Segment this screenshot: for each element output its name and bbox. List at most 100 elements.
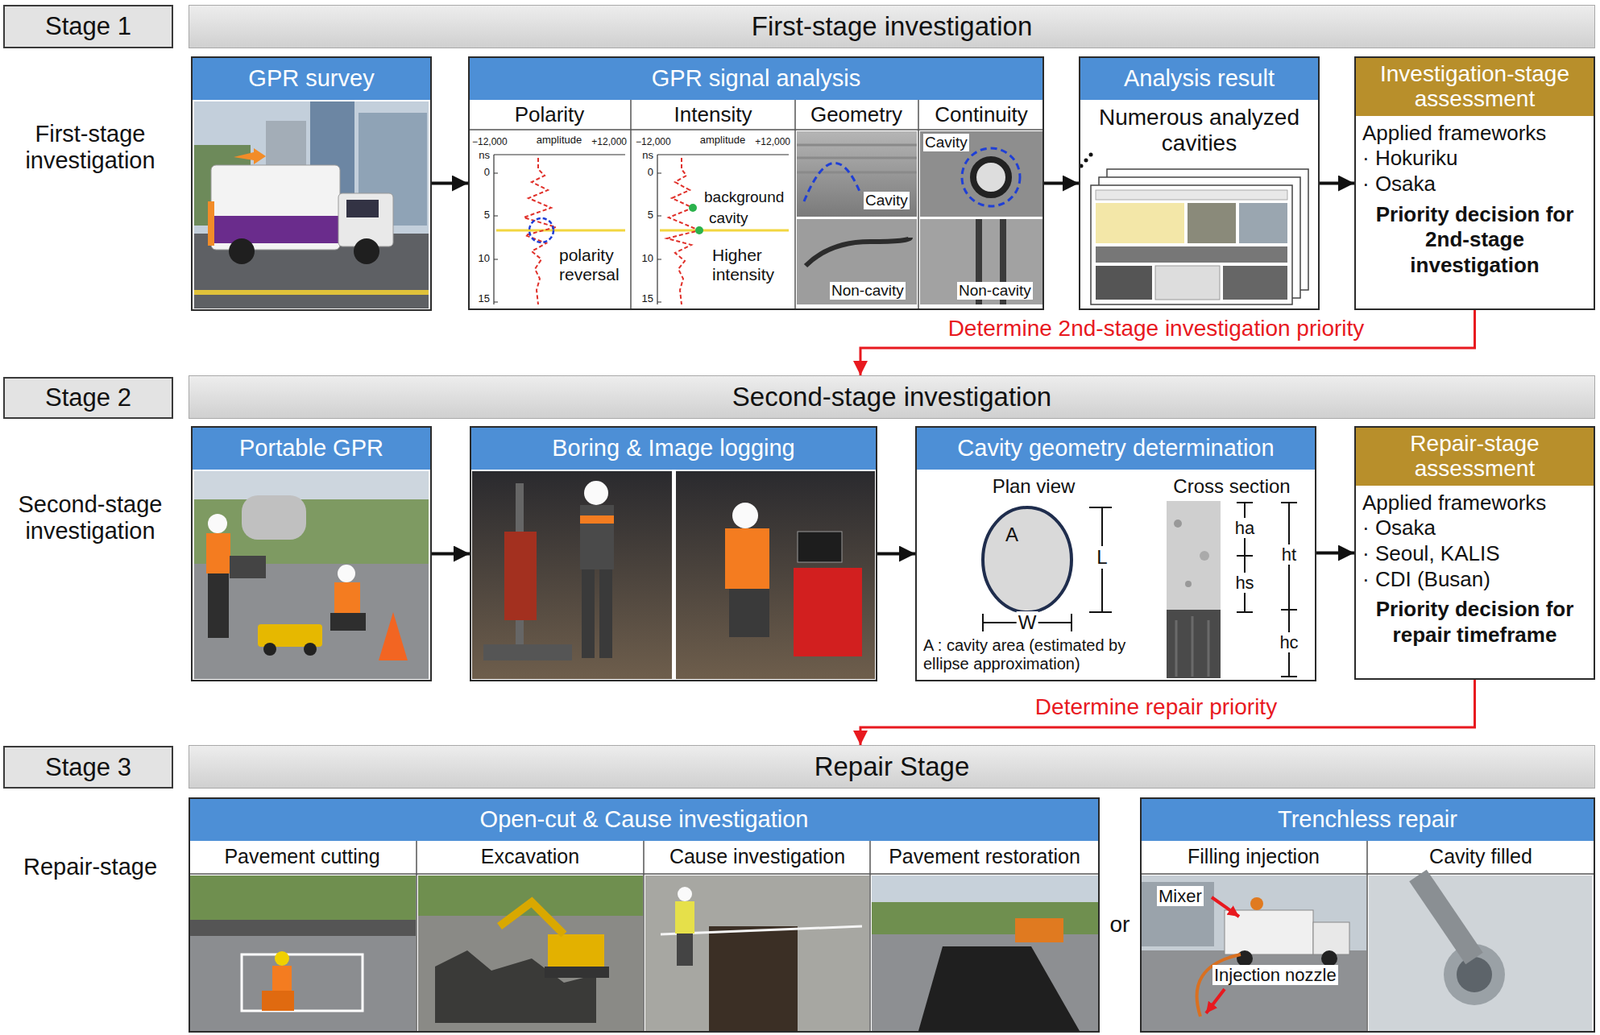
annotation-label: Cross section (1173, 475, 1290, 498)
boring-photo (581, 569, 595, 659)
radargram-images (805, 237, 911, 266)
filling-injection-photo (1141, 875, 1367, 1032)
pavement-restoration-photo (871, 875, 1099, 1032)
cavity-geometry-sketch (1199, 551, 1210, 561)
cavity-filled-photo (1417, 875, 1475, 959)
pavement-cutting-photo (272, 965, 292, 995)
polarity-plot (493, 173, 498, 303)
radargram-images (796, 145, 917, 173)
annotation-label: Non-cavity (957, 281, 1033, 300)
annotation-label: L (1094, 546, 1109, 569)
annotation-label: Cavity (923, 133, 970, 152)
annotation-label: Injection nozzle (1212, 965, 1339, 986)
pavement-cutting-photo (190, 920, 416, 937)
polarity-plot (523, 157, 556, 305)
gpr-survey-photo (194, 101, 429, 309)
panel-title: Portable GPR (239, 435, 384, 462)
annotation-label: Non-cavity (829, 281, 906, 300)
intensity-plot (656, 154, 658, 305)
annotation-label: First-stage investigation (4, 120, 178, 175)
annotation-label: Second-stage investigation (4, 491, 178, 546)
portable-gpr-photo (330, 613, 366, 631)
panel-body: Numerous analyzed cavities (1080, 99, 1319, 162)
report-documents (1095, 203, 1185, 244)
stage-tab: Stage 2 (3, 377, 174, 419)
pavement-restoration-photo (871, 875, 1099, 1032)
stage-band: First-stage investigation (188, 4, 1596, 49)
framework-text: · CDI (Busan) (1362, 567, 1588, 593)
gpr-survey-photo (194, 101, 429, 309)
cavity-geometry-sketch (1173, 519, 1182, 528)
report-documents (1095, 246, 1288, 263)
report-documents (1187, 203, 1236, 244)
annotation-label: 10 (478, 252, 490, 266)
process-panel: Portable GPR (190, 426, 432, 682)
decision-text: Priority decision for 2nd-stage investig… (1362, 202, 1588, 279)
radargram-images (920, 131, 1043, 217)
pavement-restoration-photo (871, 934, 1099, 1032)
intensity-plot (695, 226, 704, 235)
image-logging-photo (793, 567, 863, 657)
pavement-cutting-photo (241, 954, 363, 1012)
report-documents (1095, 265, 1153, 300)
image-logging-photo (675, 471, 875, 680)
panel-body (471, 469, 876, 480)
repair-grid (190, 841, 1099, 1032)
cause-investigation-photo (645, 875, 870, 1032)
pavement-cutting-photo (190, 875, 416, 921)
annotation-label: Cavity filled (1429, 845, 1533, 869)
stage-title: Repair Stage (814, 751, 970, 783)
annotation-label: 15 (642, 293, 654, 306)
filling-injection-photo (1211, 897, 1240, 917)
report-documents (1089, 153, 1094, 158)
report-documents (1084, 158, 1089, 163)
gpr-survey-photo (207, 201, 215, 246)
annotation-label: cavity (707, 209, 751, 228)
radargram-images (796, 131, 1043, 305)
image-logging-photo (797, 531, 842, 563)
polarity-plot (496, 229, 626, 233)
panel-title: Open-cut & Cause investigation (480, 807, 809, 834)
signal-grid (630, 99, 632, 310)
annotation-label: Pavement restoration (888, 845, 1081, 869)
filling-injection-photo (1250, 897, 1264, 911)
connector-arrow (1319, 182, 1355, 186)
panel-title: GPR survey (248, 66, 374, 92)
portable-gpr-photo (207, 513, 228, 534)
annotation-label: −12,000 (635, 136, 672, 149)
framework-text: Applied frameworks (1362, 120, 1588, 147)
stage-band: Repair Stage (188, 745, 1596, 789)
boring-photo (504, 531, 537, 621)
framework-text: Applied frameworks (1362, 490, 1588, 517)
excavation-photo (544, 966, 610, 979)
portable-gpr-photo (194, 471, 429, 680)
filling-injection-photo (1236, 950, 1253, 967)
report-documents (1090, 185, 1293, 305)
annotation-label: hc (1277, 632, 1300, 653)
panel-header: Cavity geometry determination (916, 427, 1315, 470)
annotation-label: A : cavity area (estimated by ellipse ap… (923, 636, 1157, 674)
annotation-label: 15 (478, 293, 490, 306)
panel-text: Numerous analyzed cavities (1086, 104, 1312, 157)
panel-header: Boring & Image logging (471, 427, 876, 470)
cavity-geometry-sketch (1166, 501, 1221, 679)
annotation-label: Cause investigation (669, 845, 846, 869)
boring-photo (472, 471, 672, 680)
annotation-label: Polarity (514, 103, 585, 128)
framework-text: · Hokuriku (1362, 145, 1588, 172)
intensity-plot (688, 203, 697, 212)
annotation-label: A (1005, 523, 1019, 547)
assessment-box: Investigation-stage assessmentApplied fr… (1354, 56, 1596, 311)
annotation-label: 0 (647, 166, 654, 179)
portable-gpr-photo (194, 471, 429, 500)
radargram-images (796, 131, 917, 217)
portable-gpr-photo (263, 642, 277, 656)
stage-tab: Stage 1 (3, 4, 174, 49)
annotation-label: Filling injection (1187, 845, 1320, 869)
portable-gpr-photo (207, 573, 229, 639)
framework-text: · Osaka (1362, 515, 1588, 542)
gpr-survey-photo (194, 290, 429, 295)
excavation-photo (418, 875, 643, 1032)
